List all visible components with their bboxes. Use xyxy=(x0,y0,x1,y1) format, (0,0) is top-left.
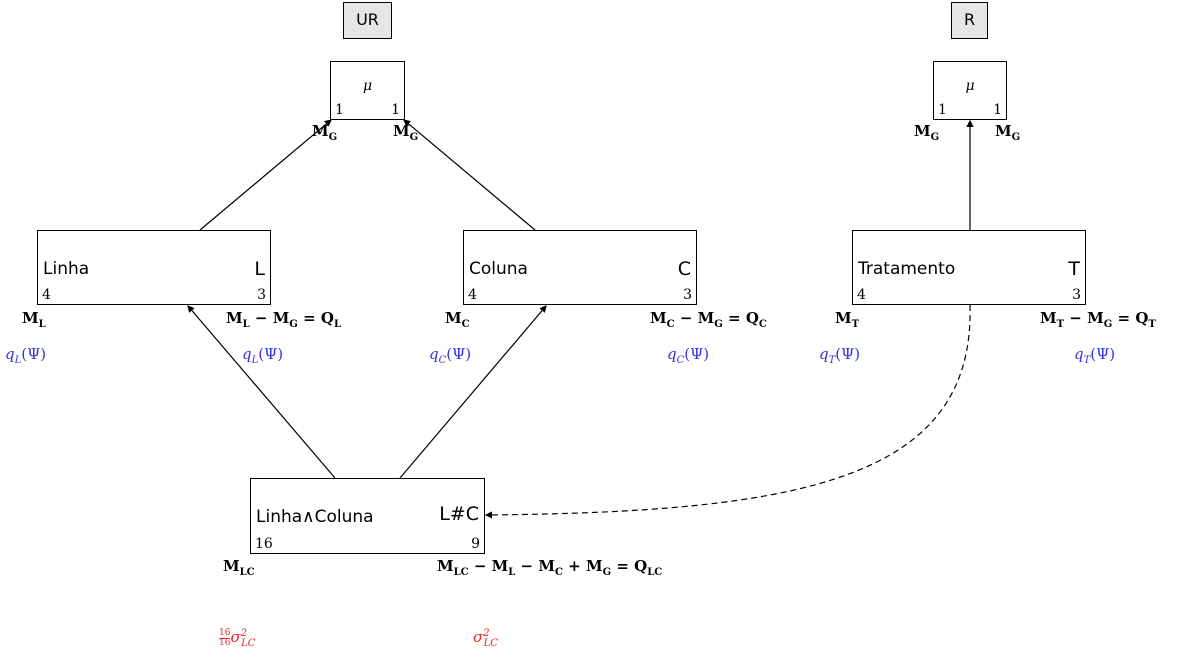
factor-box-tratamento: Tratamento T 4 3 xyxy=(852,230,1086,305)
dashed-arrow-tratamento-to-interaction xyxy=(484,304,971,519)
factor-df: 3 xyxy=(683,287,692,303)
coluna-q-left: qC(Ψ) xyxy=(429,345,472,366)
linha-ss: ML − MG = QL xyxy=(226,309,341,330)
mu-box-r: μ 1 1 xyxy=(933,61,1007,120)
tratamento-ss: MT − MG = QT xyxy=(1040,309,1156,330)
tratamento-q-right: qT(Ψ) xyxy=(1074,345,1116,366)
arrow-linha-to-mu xyxy=(199,119,332,231)
factor-abbr: L xyxy=(254,258,265,280)
arrow-interaction-to-coluna xyxy=(399,305,547,479)
factor-name: Linha xyxy=(43,259,90,279)
factor-abbr: C xyxy=(677,258,691,280)
mu-box-ur: μ 1 1 xyxy=(330,61,405,120)
ur-tag: UR xyxy=(343,2,392,39)
coluna-ss: MC − MG = QC xyxy=(650,309,767,330)
factor-name: Coluna xyxy=(469,259,528,279)
mu-symbol: μ xyxy=(965,78,975,94)
factor-box-coluna: Coluna C 4 3 xyxy=(463,230,697,305)
r-tag: R xyxy=(951,2,988,39)
interaction-mean: MLC xyxy=(223,557,255,578)
arrow-coluna-to-mu xyxy=(403,119,536,231)
coluna-mean: MC xyxy=(445,309,470,330)
mu-df: 1 xyxy=(391,102,400,118)
arrow-interaction-to-linha xyxy=(187,305,336,479)
linha-mean: ML xyxy=(22,309,46,330)
interaction-variance-left: 16 16 σ2LC xyxy=(219,627,256,649)
linha-q-left: qL(Ψ) xyxy=(5,345,47,366)
tratamento-q-left: qT(Ψ) xyxy=(819,345,861,366)
mu-levels: 1 xyxy=(335,102,344,118)
factor-levels: 4 xyxy=(42,287,51,303)
factor-abbr: L#C xyxy=(439,503,479,525)
mu-ur-left-mean: MG xyxy=(312,122,338,143)
factor-levels: 16 xyxy=(255,536,273,552)
factor-df: 9 xyxy=(471,536,480,552)
factor-levels: 4 xyxy=(468,287,477,303)
factor-name: Tratamento xyxy=(858,259,956,279)
factor-df: 3 xyxy=(257,287,266,303)
factor-box-linha: Linha L 4 3 xyxy=(37,230,271,305)
factor-levels: 4 xyxy=(857,287,866,303)
factor-box-interaction: Linha∧Coluna L#C 16 9 xyxy=(250,478,485,554)
tratamento-mean: MT xyxy=(835,309,860,330)
mu-ur-right-mean: MG xyxy=(393,122,419,143)
mu-df: 1 xyxy=(993,102,1002,118)
mu-levels: 1 xyxy=(938,102,947,118)
mu-symbol: μ xyxy=(362,78,373,94)
coluna-q-right: qC(Ψ) xyxy=(667,345,710,366)
factor-name: Linha∧Coluna xyxy=(256,507,374,527)
interaction-ss: MLC − ML − MC + MG = QLC xyxy=(437,557,663,578)
linha-q-right: qL(Ψ) xyxy=(242,345,284,366)
factor-df: 3 xyxy=(1072,287,1081,303)
factor-abbr: T xyxy=(1068,258,1080,280)
mu-r-right-mean: MG xyxy=(995,122,1021,143)
interaction-variance-right: σ2LC xyxy=(473,628,498,649)
mu-r-left-mean: MG xyxy=(914,122,940,143)
